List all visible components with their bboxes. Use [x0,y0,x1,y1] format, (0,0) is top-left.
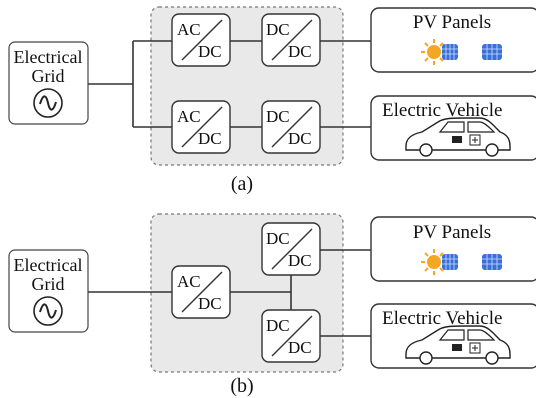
grid-label-line1-b: Electrical [14,255,83,275]
wires-b [88,249,371,337]
conv-ac-top-label: AC [177,272,201,291]
pv-panels-box-a: PV Panels [370,7,536,73]
conv2-top-label: DC [266,20,290,39]
pv-label-b: PV Panels [413,222,491,243]
converter-ac-dc-b: AC DC [171,265,231,319]
grid-label-line1-a: Electrical [14,47,83,67]
conv-ac-bottom-label: DC [198,294,222,313]
converter-dc-dc-ev-b: DC DC [261,309,321,363]
conv3-bottom-label: DC [198,129,222,148]
diagram-b: Electrical Grid AC DC DC DC DC [8,213,536,397]
caption-a: (a) [231,173,253,195]
converter-dc-dc-top-a: DC DC [261,13,321,67]
grid-label-line2-a: Grid [32,66,65,86]
converter-ac-dc-top-a: AC DC [171,13,231,67]
conv-ev-bottom-label: DC [288,338,312,357]
converter-ac-dc-bottom-a: AC DC [171,100,231,154]
conv2-bottom-label: DC [288,42,312,61]
diagram-a: Electrical Grid AC DC DC DC [8,6,536,195]
pv-panels-box-b: PV Panels [370,216,536,282]
conv1-bottom-label: DC [198,42,222,61]
ev-label-a: Electric Vehicle [382,100,502,121]
grid-box-a [8,41,89,125]
grid-box-b [8,249,89,333]
conv-ev-top-label: DC [266,316,290,335]
ac-source-icon [33,296,63,326]
conv1-top-label: AC [177,20,201,39]
conv-pv-bottom-label: DC [288,251,312,270]
wires-a [88,40,371,128]
conv4-top-label: DC [266,107,290,126]
ev-box-a: Electric Vehicle [370,95,536,161]
conv-pv-top-label: DC [266,229,290,248]
ev-box-b: Electric Vehicle [370,303,536,369]
grid-label-line2-b: Grid [32,274,65,294]
pv-label-a: PV Panels [413,12,491,33]
ac-source-icon [33,88,63,118]
conv3-top-label: AC [177,107,201,126]
converter-dc-dc-bottom-a: DC DC [261,100,321,154]
caption-b: (b) [230,375,253,397]
ev-label-b: Electric Vehicle [382,308,502,329]
conv4-bottom-label: DC [288,129,312,148]
converter-dc-dc-pv-b: DC DC [261,222,321,276]
